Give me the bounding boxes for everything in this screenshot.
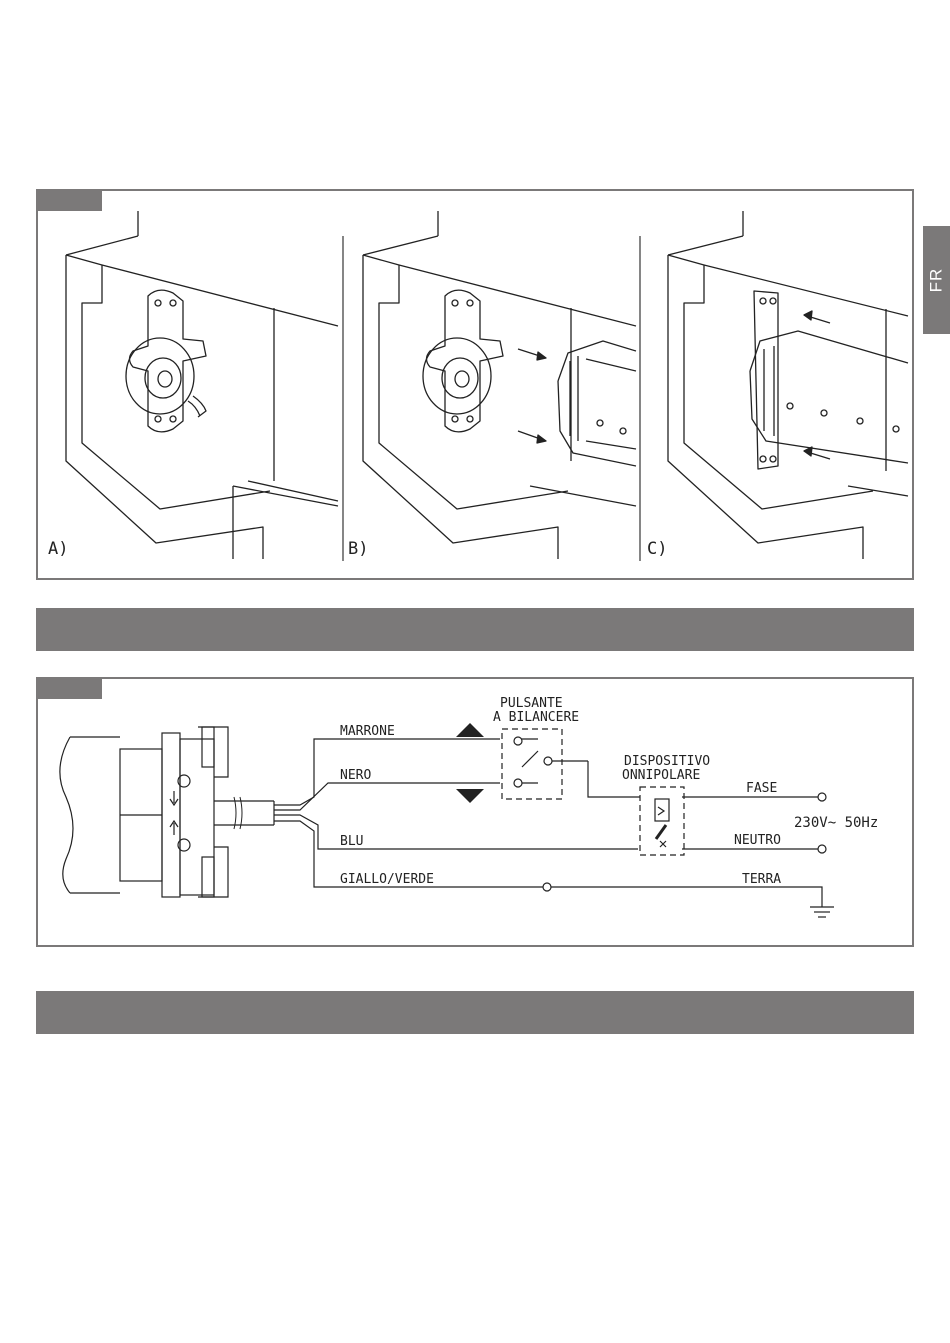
section-header-bar-1 <box>36 608 914 651</box>
wire-label-blue: BLU <box>340 834 363 849</box>
terminal-label-earth: TERRA <box>742 872 781 887</box>
panel-a-drawing <box>66 211 338 559</box>
section-header-bar-2 <box>36 991 914 1034</box>
panel-c-drawing <box>668 211 908 559</box>
motor-drawing <box>60 727 274 897</box>
terminal-label-phase: FASE <box>746 781 777 796</box>
panel-c-arrows <box>804 311 830 459</box>
language-tab: FR <box>923 226 950 334</box>
device-label-line1: DISPOSITIVO <box>624 754 710 769</box>
switch-label-line2: A BILANCERE <box>493 710 579 725</box>
wiring-diagram: PULSANTE A BILANCERE DISPOSITIVO ONNIPOL… <box>38 679 912 945</box>
ground-icon <box>810 897 834 917</box>
supply-label: 230V~ 50Hz <box>794 815 878 831</box>
device-label-line2: ONNIPOLARE <box>622 768 700 783</box>
wire-label-brown: MARRONE <box>340 724 395 739</box>
panel-b-arrows <box>518 349 546 443</box>
panel-b-label: B) <box>348 539 368 559</box>
panel-c-label: C) <box>647 539 667 559</box>
terminal-label-neutral: NEUTRO <box>734 833 781 848</box>
language-tab-label: FR <box>926 268 946 293</box>
panel-b-drawing <box>363 211 636 559</box>
wire-label-black: NERO <box>340 768 371 783</box>
wire-label-ground: GIALLO/VERDE <box>340 872 434 887</box>
up-arrow-icon <box>456 723 484 737</box>
switch-label-line1: PULSANTE <box>500 696 563 711</box>
mounting-illustration: A) B) C) <box>38 191 912 578</box>
down-arrow-icon <box>456 789 484 803</box>
panel-a-label: A) <box>48 539 68 559</box>
figure-mounting: A) B) C) <box>36 189 914 580</box>
figure-wiring: PULSANTE A BILANCERE DISPOSITIVO ONNIPOL… <box>36 677 914 947</box>
